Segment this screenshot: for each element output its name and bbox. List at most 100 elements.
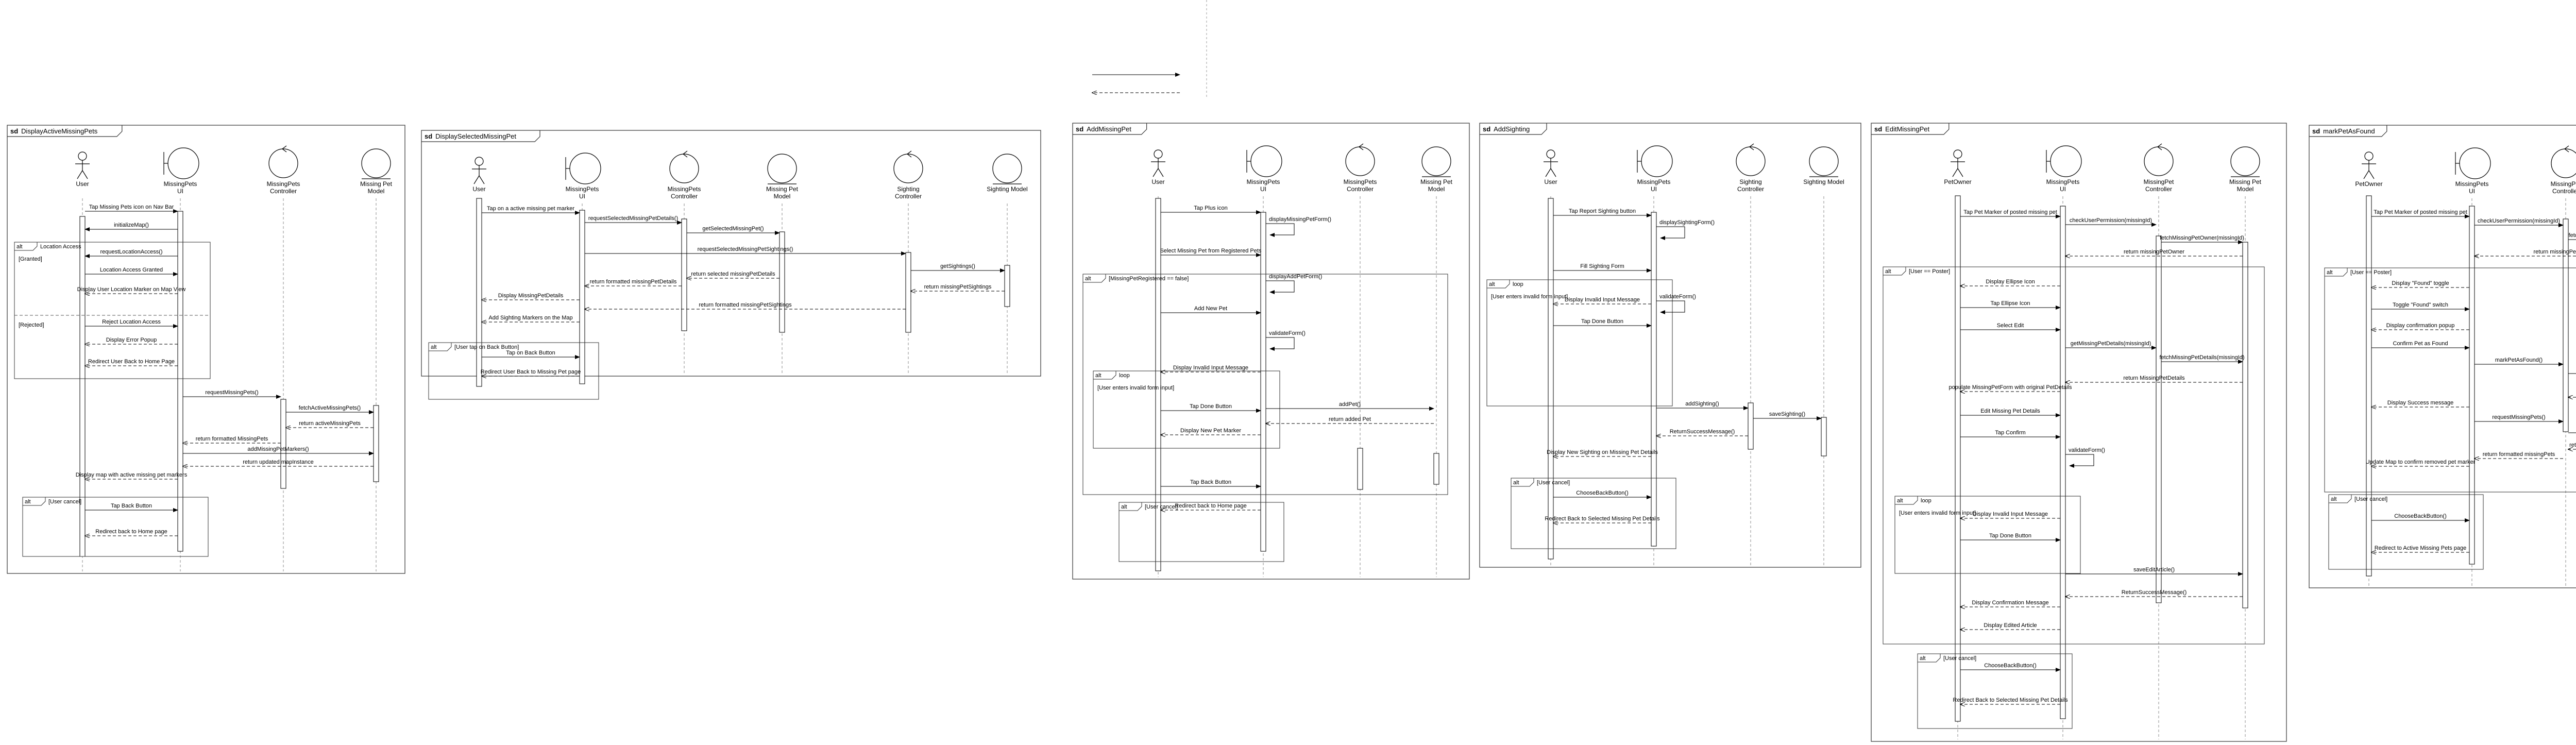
- activation-bar: [905, 252, 911, 333]
- message-label: Select Edit: [1997, 323, 2024, 329]
- actor-icon: [474, 157, 484, 166]
- message: return updated mapInstance: [183, 459, 374, 466]
- message-label: requestMissingPets(): [2492, 414, 2545, 420]
- message: fetchMissingPetOwner(missingId): [2568, 232, 2576, 240]
- message-label: Tap Plus icon: [1194, 205, 1227, 211]
- actor-icon: [2364, 151, 2374, 161]
- message: Add New Pet: [1161, 306, 1261, 315]
- combined-fragment: alt[User cancel]: [22, 497, 209, 557]
- fragment-guard: loop: [1119, 372, 1130, 379]
- message-label: Tap Confirm: [1995, 430, 2025, 436]
- activation-bar: [1357, 448, 1363, 490]
- message: Tap Report Sighting button: [1553, 208, 1652, 217]
- activation-bar: [1260, 212, 1266, 552]
- message: addPet(): [1266, 401, 1434, 411]
- message-label: Display Error Popup: [106, 337, 157, 343]
- message: Location Access Granted: [85, 267, 178, 276]
- message: Redirect Back to Selected Missing Pet De…: [1953, 697, 2068, 704]
- frame-tab: [1480, 123, 1547, 135]
- combined-fragment: alt[User == Poster]: [1883, 266, 2265, 645]
- message-label: addMissingPetMarkers(): [247, 446, 309, 452]
- fragment-border: [428, 342, 599, 400]
- message-label: Add New Pet: [1194, 306, 1227, 312]
- message-label: Display "Found" toggle: [2392, 280, 2449, 286]
- message: requestSelectedMissingPetDetails(): [585, 215, 682, 225]
- message: fetchActiveMissingPets(): [2568, 432, 2576, 433]
- message-label: Display Confirmation Message: [1972, 600, 2048, 606]
- fragment-operator: alt: [1489, 281, 1495, 287]
- message-label: getMissingPetDetails(missingId): [2071, 341, 2151, 347]
- combined-fragment: alt[User cancel]: [1917, 653, 2073, 729]
- participant-actor: User: [1151, 149, 1165, 185]
- fragment-border: [2328, 494, 2484, 570]
- message: return missingPetOwner: [2065, 249, 2243, 256]
- message-label: Tap Back Button: [111, 503, 152, 509]
- message: return formatted missingPetSightings: [585, 302, 906, 309]
- message-label: Display map with active missing pet mark…: [76, 472, 188, 478]
- boundary-icon: [167, 147, 199, 179]
- actor-icon: [1953, 149, 1962, 159]
- message: getMissingPetDetails(missingId): [2065, 341, 2157, 350]
- message-label: Toggle "Found" switch: [2393, 302, 2448, 308]
- message-label: Display Success message: [2387, 400, 2453, 406]
- activation-bar: [373, 405, 379, 482]
- message-label: populate MissingPetForm with original Pe…: [1948, 384, 2072, 391]
- message: Tap on Back Button: [482, 350, 580, 359]
- message: ReturnSuccessMessage(): [2065, 589, 2243, 597]
- message-label: ReturnSuccessMessage(): [1670, 429, 1735, 435]
- entity-icon: [1809, 146, 1839, 176]
- message: Display User Location Marker on Map View: [77, 286, 185, 294]
- control-icon: [2551, 148, 2576, 178]
- fragment-guard: [User == Poster]: [1909, 268, 1950, 275]
- message-label: ReturnSuccessMessage(): [2122, 589, 2187, 596]
- message: Tap Plus icon: [1161, 205, 1261, 214]
- entity-icon: [2230, 146, 2260, 176]
- fragment-guard-text: [User enters invalid form input]: [1097, 385, 1174, 391]
- message-label: Tap Done Button: [1581, 318, 1623, 325]
- message-label: return formatted missingPetDetails: [590, 279, 677, 285]
- message-label: return added Pet: [1329, 416, 1371, 422]
- activation-bar: [2366, 195, 2372, 577]
- activation-bar: [1155, 198, 1161, 571]
- message: validateForm(): [1656, 294, 1696, 314]
- fragment-operator: alt: [2331, 496, 2337, 502]
- frame-border: [1072, 123, 1470, 580]
- message: initializeMap(): [84, 222, 178, 231]
- combined-fragment: alt[User cancel]: [2328, 494, 2484, 570]
- message: Redirect Back to Selected Missing Pet De…: [1545, 516, 1660, 523]
- fragment-operator: alt: [25, 499, 31, 505]
- entity-icon: [767, 154, 797, 183]
- message-label: Tap Pet Marker of posted missing pet: [1963, 209, 2057, 215]
- control-icon: [2144, 146, 2174, 176]
- message: Update Map to confirm removed pet marker: [2366, 459, 2476, 466]
- message-label: Tap Done Button: [1190, 403, 1232, 410]
- fragment-border: [1082, 274, 1448, 495]
- self-message-arrow: [1656, 226, 1685, 240]
- message: return Success: [2568, 390, 2576, 397]
- message-label: displayMissingPetForm(): [1269, 216, 1331, 223]
- message: Tap Back Button: [85, 503, 178, 512]
- message-label: Redirect User Back to Home Page: [88, 359, 175, 365]
- participant-label: User: [76, 180, 89, 188]
- message-label: Tap Back Button: [1190, 479, 1231, 485]
- message-label: return missingPetOwner: [2124, 249, 2184, 255]
- activation-bar: [79, 216, 86, 557]
- message: Redirect User Back to Missing Pet page: [481, 369, 581, 376]
- message-label: validateForm(): [1269, 330, 1306, 336]
- message: Display New Pet Marker: [1161, 428, 1261, 435]
